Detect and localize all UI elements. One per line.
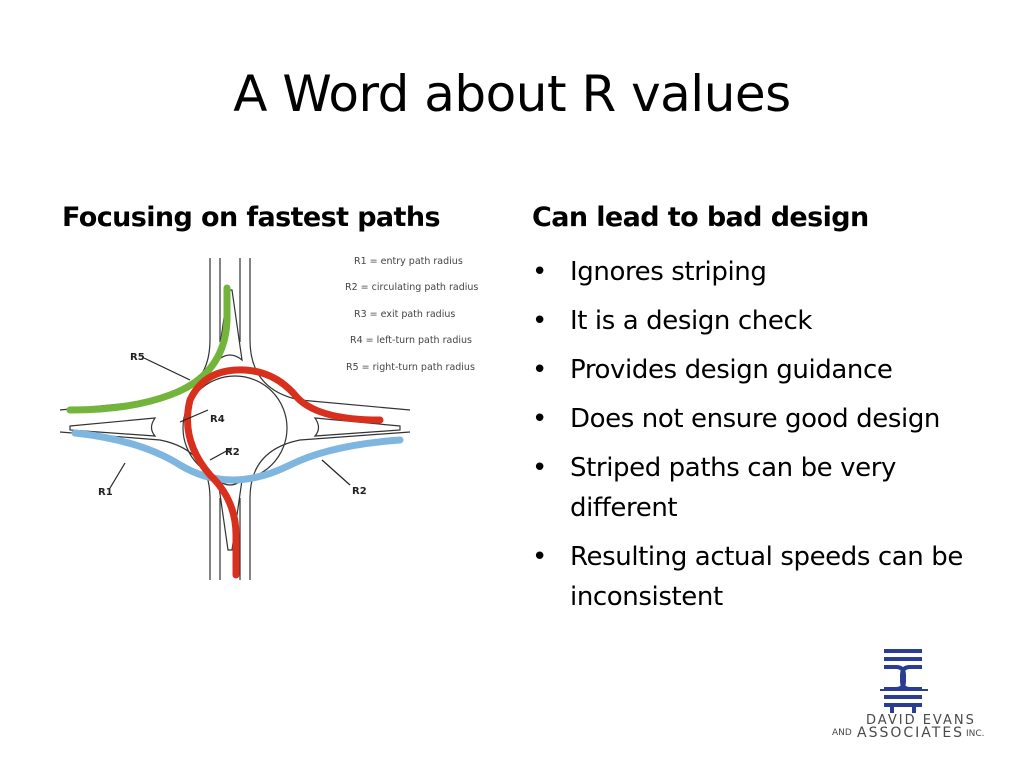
- legend-item: R4 = left-turn path radius: [350, 335, 472, 346]
- right-turn-path-green: [66, 284, 231, 414]
- legend-item: R5 = right-turn path radius: [346, 362, 475, 373]
- label-r2-circulating: R2: [225, 447, 240, 458]
- bullet-item: It is a design check: [532, 301, 972, 341]
- bullet-item: Does not ensure good design: [532, 399, 972, 439]
- logo-inc: INC.: [966, 729, 985, 739]
- logo-and: AND: [832, 728, 852, 738]
- label-leaders: [109, 357, 351, 489]
- label-r5: R5: [130, 352, 145, 363]
- bullet-list: Ignores striping It is a design check Pr…: [532, 252, 972, 626]
- legend: R1 = entry path radius R2 = circulating …: [345, 256, 478, 373]
- roundabout-diagram: R5 R4 R2 R1 R2 R1 = entry path radius R2…: [60, 256, 478, 580]
- bullet-item: Striped paths can be very different: [532, 448, 972, 528]
- left-column-heading: Focusing on fastest paths: [62, 202, 441, 233]
- legend-item: R1 = entry path radius: [354, 256, 463, 267]
- left-turn-path-red: [184, 366, 384, 579]
- bullet-item: Resulting actual speeds can be inconsist…: [532, 537, 972, 617]
- legend-item: R3 = exit path radius: [354, 309, 455, 320]
- label-r1: R1: [98, 487, 113, 498]
- slide-title: A Word about R values: [233, 65, 791, 123]
- entry-exit-path-blue: [71, 429, 404, 484]
- right-column-heading: Can lead to bad design: [532, 202, 869, 233]
- legend-item: R2 = circulating path radius: [345, 282, 478, 293]
- company-logo: [880, 649, 928, 713]
- logo-line2: ASSOCIATES: [857, 725, 965, 741]
- bullet-item: Provides design guidance: [532, 350, 972, 390]
- label-r4: R4: [210, 414, 225, 425]
- bullet-item: Ignores striping: [532, 252, 972, 292]
- logo-line1: DAVID EVANS: [866, 713, 976, 728]
- label-r2-exit: R2: [352, 486, 367, 497]
